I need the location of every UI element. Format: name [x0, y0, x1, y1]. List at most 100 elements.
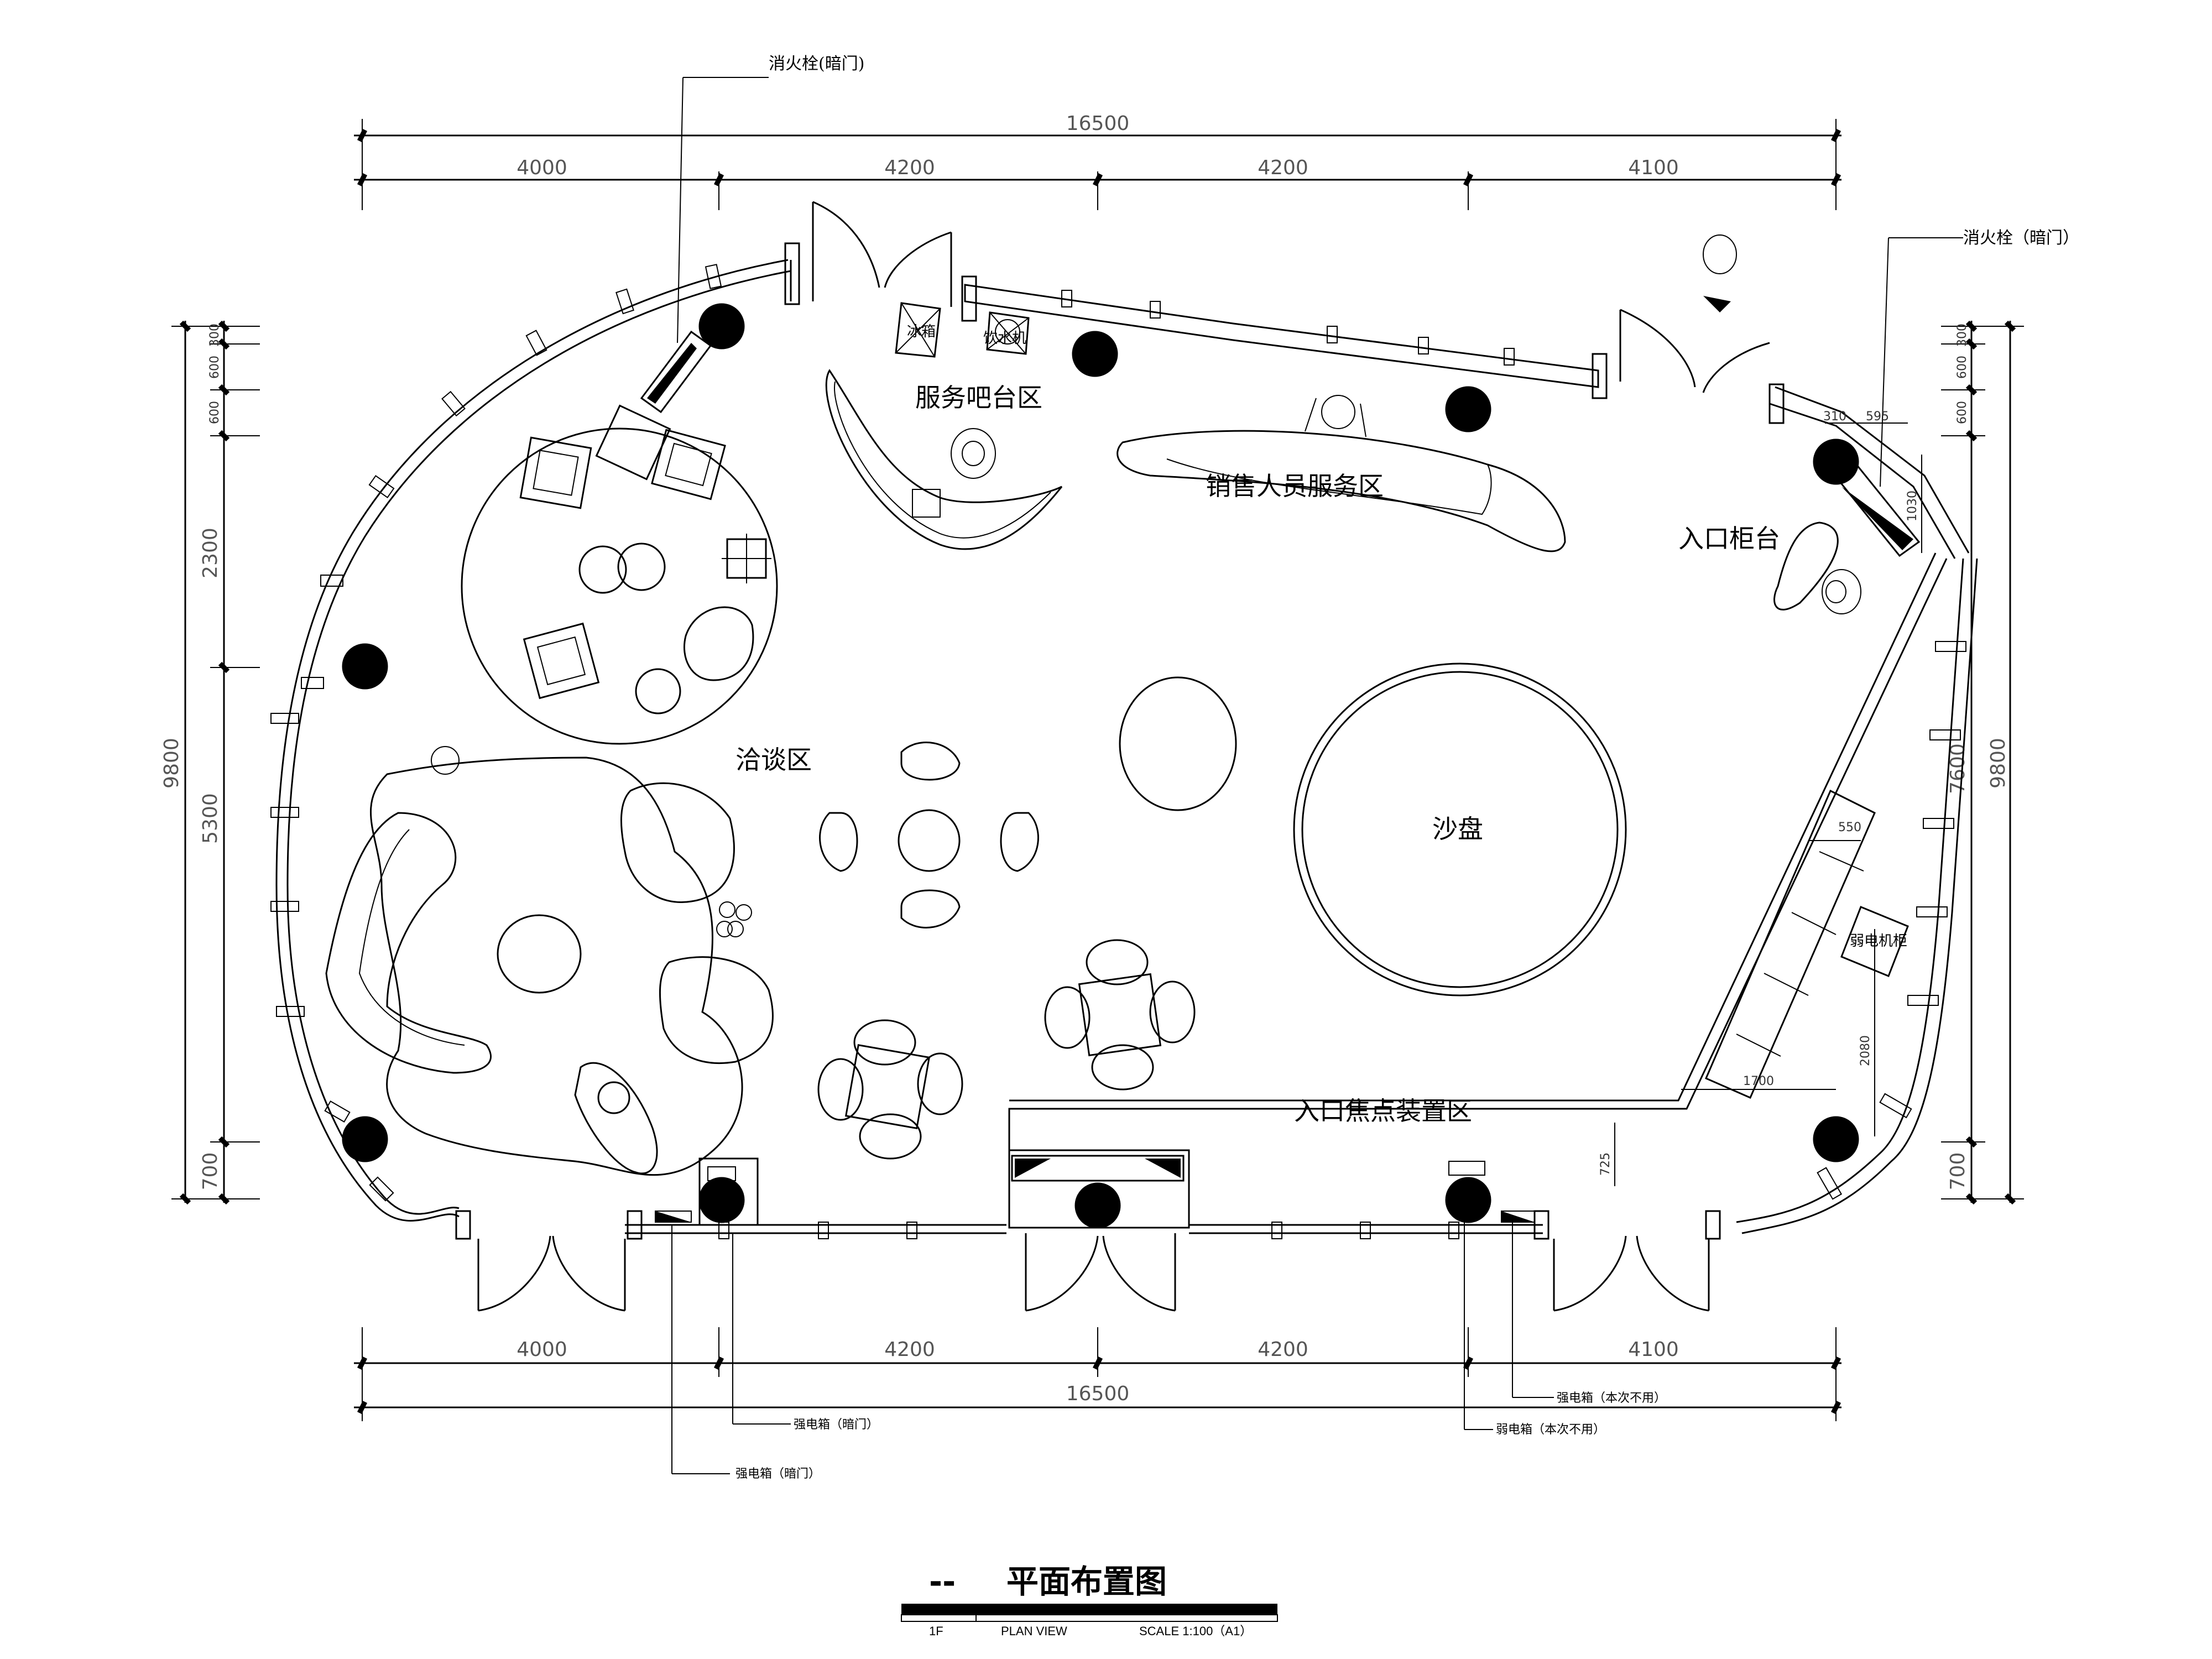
exterior-wall	[270, 259, 1978, 1239]
top-dimension-lines	[354, 119, 1841, 210]
column	[1445, 386, 1491, 432]
side-table	[597, 1081, 630, 1114]
weak-box-unused-label: 弱电箱（本次不用）	[1496, 1423, 1605, 1437]
curved-sofa[interactable]	[325, 812, 492, 1074]
dim-1700: 1700	[1743, 1074, 1774, 1088]
columns	[342, 303, 1859, 1229]
zone-service-bar: 服务吧台区	[915, 383, 1042, 413]
title-block	[901, 1604, 1278, 1622]
doors	[455, 201, 1785, 1312]
chair[interactable]	[900, 889, 961, 928]
weak-cabinet-label: 弱电机柜	[1850, 933, 1907, 950]
bottom-dimension-3: 4200	[1258, 1338, 1308, 1361]
sand-table-model[interactable]	[1293, 662, 1627, 997]
chair[interactable]	[859, 1113, 922, 1160]
right-dimension-600b: 600	[1955, 401, 1969, 424]
dim-725: 725	[1599, 1152, 1613, 1176]
left-total-dimension: 9800	[160, 738, 183, 789]
column	[698, 1177, 745, 1223]
square-table[interactable]	[1078, 973, 1162, 1057]
armchair[interactable]	[595, 404, 671, 481]
chair[interactable]	[1044, 986, 1091, 1049]
right-dimension-300: 300	[1955, 324, 1969, 347]
side-table	[578, 545, 627, 594]
round-table[interactable]	[898, 809, 961, 872]
lounge-chair[interactable]	[659, 956, 774, 1064]
ottoman[interactable]	[1119, 676, 1237, 811]
fire-hydrant-left	[640, 77, 769, 414]
chair[interactable]	[1000, 812, 1039, 872]
column	[342, 643, 388, 690]
chair[interactable]	[1086, 939, 1149, 985]
column	[1813, 439, 1859, 485]
left-dimension-5300: 5300	[199, 793, 222, 844]
door-bottom-left[interactable]	[455, 1210, 471, 1240]
water-dispenser-label: 饮水机	[983, 330, 1026, 347]
square-table[interactable]	[844, 1044, 931, 1130]
dim-310: 310	[1823, 410, 1846, 424]
armchair[interactable]	[523, 622, 600, 700]
dim-550: 550	[1838, 821, 1861, 834]
fire-hydrant-right	[1829, 237, 1963, 557]
table-sets	[817, 676, 1237, 1160]
side-table	[635, 668, 681, 714]
dim-1030: 1030	[1906, 491, 1919, 521]
armchair[interactable]	[519, 436, 592, 509]
zone-entrance-counter: 入口柜台	[1678, 524, 1780, 554]
bottom-dimension-1: 4000	[517, 1338, 567, 1361]
weak-current-cabinet[interactable]	[1840, 906, 1909, 977]
display-cabinets	[1614, 422, 1922, 1186]
electrical-boxes	[655, 1155, 1554, 1474]
left-dimension-lines	[171, 320, 260, 1205]
power-box-hidden-label-1: 强电箱（暗门）	[794, 1418, 879, 1432]
left-dimension-2300: 2300	[199, 528, 222, 578]
left-dimension-600b: 600	[208, 401, 222, 424]
zone-negotiation: 洽谈区	[735, 745, 812, 775]
power-box-unused-label: 强电箱（本次不用）	[1557, 1391, 1666, 1405]
zone-sales-service: 销售人员服务区	[1206, 471, 1384, 501]
door-top-right[interactable]	[1592, 353, 1608, 399]
bottom-dimension-lines	[354, 1327, 1841, 1421]
left-dimension-600a: 600	[208, 356, 222, 379]
service-bar-counter[interactable]	[825, 369, 1063, 550]
chair[interactable]	[853, 1019, 916, 1066]
chair[interactable]	[917, 1052, 963, 1115]
dim-595: 595	[1866, 410, 1889, 424]
door-top-service[interactable]	[784, 242, 800, 305]
top-dimension-4: 4100	[1628, 156, 1679, 179]
side-table	[617, 542, 666, 591]
ottoman[interactable]	[497, 914, 582, 994]
lounge-chair[interactable]	[683, 606, 754, 681]
column	[1445, 1177, 1491, 1223]
chaise-lounge[interactable]	[574, 1062, 658, 1175]
drawing-title-prefix: --	[929, 1563, 956, 1600]
entrance-counter-desk[interactable]	[1773, 521, 1839, 611]
chair[interactable]	[817, 1058, 864, 1121]
dim-2080: 2080	[1859, 1035, 1872, 1066]
bottom-total-dimension: 16500	[1066, 1383, 1130, 1405]
power-box-hidden-label-2: 强电箱（暗门）	[735, 1467, 821, 1481]
right-dimension-lines	[1941, 320, 2024, 1205]
column	[1074, 1182, 1121, 1229]
chair[interactable]	[900, 742, 961, 781]
drawing-title: 平面布置图	[1006, 1563, 1167, 1600]
armchair[interactable]	[651, 429, 726, 500]
left-dimension-300: 300	[208, 324, 222, 347]
top-total-dimension: 16500	[1066, 112, 1130, 135]
left-dimension-700: 700	[199, 1152, 222, 1191]
chair[interactable]	[1149, 980, 1196, 1044]
sales-desk	[1117, 395, 1566, 552]
top-dimension-1: 4000	[517, 156, 567, 179]
chair[interactable]	[1091, 1044, 1154, 1091]
chair[interactable]	[819, 812, 858, 872]
top-dimension-2: 4200	[884, 156, 935, 179]
door-bottom-right[interactable]	[1533, 1210, 1550, 1240]
zone-entrance-focus: 入口焦点装置区	[1294, 1096, 1472, 1126]
right-dimension-600a: 600	[1955, 356, 1969, 379]
column	[342, 1116, 388, 1162]
column	[1813, 1116, 1859, 1162]
sales-service-counter[interactable]	[1117, 430, 1566, 552]
lounge-chair[interactable]	[620, 782, 735, 903]
column	[1072, 331, 1118, 377]
